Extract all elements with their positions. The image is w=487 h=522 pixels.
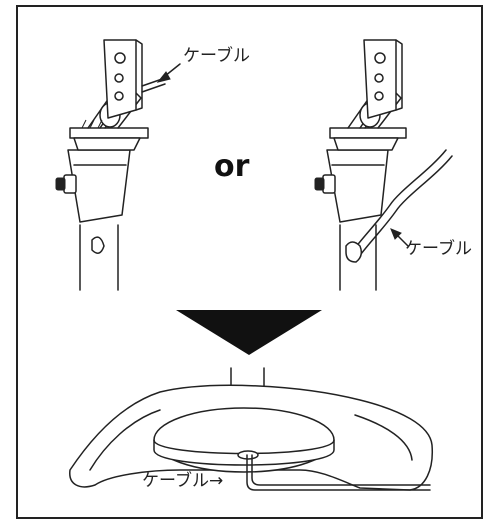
- stand-base: [69, 367, 433, 491]
- stand-left: [55, 39, 181, 291]
- diagram-frame: [16, 5, 483, 519]
- stand-right: [314, 39, 453, 291]
- cable-label-top-left: ケーブル: [183, 45, 250, 66]
- cable-label-bottom: ケーブル→: [142, 470, 223, 491]
- down-triangle-arrow-icon: [176, 310, 322, 355]
- or-label: or: [214, 149, 250, 184]
- cable-label-top-right: ケーブル: [405, 238, 472, 259]
